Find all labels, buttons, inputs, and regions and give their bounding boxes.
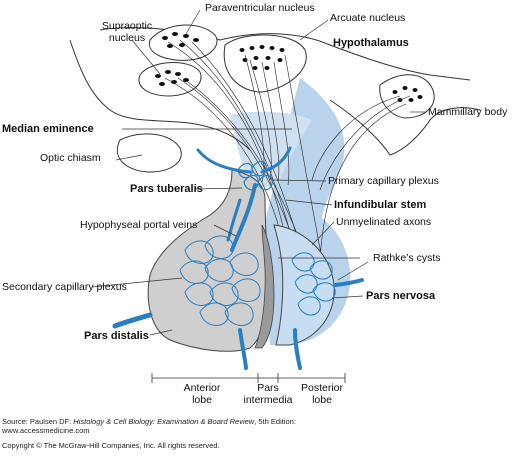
label-rathkes-cysts: Rathke’s cysts: [373, 252, 441, 264]
source-title: Histology & Cell Biology: Examination & …: [73, 417, 255, 426]
arcuate-nucleus-shape: [223, 34, 307, 93]
label-primary-capillary-plexus: Primary capillary plexus: [328, 175, 439, 187]
posterior-lobe-body: [273, 224, 335, 346]
secondary-capillary-plexus: [179, 235, 261, 326]
label-anterior-lobe: Anterior lobe: [172, 382, 232, 406]
label-supraoptic-line1: Supraoptic: [101, 20, 153, 32]
label-median-eminence: Median eminence: [2, 123, 94, 135]
neuron-cell-bodies: [155, 32, 423, 102]
label-supraoptic-nucleus: Supraoptic nucleus: [92, 20, 162, 44]
source-url[interactable]: www.accessmedicine.com: [2, 426, 90, 435]
label-infundibular-stem: Infundibular stem: [334, 199, 427, 211]
pars-nervosa-capillaries: [291, 252, 336, 316]
lobe-bracket: [151, 373, 346, 383]
pars-intermedia-band: [254, 224, 275, 349]
copyright-notice: Copyright © The McGraw-Hill Companies, I…: [2, 441, 220, 450]
brain-outline: [69, 39, 251, 151]
label-secondary-capillary-plexus: Secondary capillary plexus: [2, 281, 127, 293]
brain-outline-upper: [99, 27, 471, 81]
pars-intermedia-line1: Pars: [257, 382, 279, 394]
leader-lines: [91, 9, 426, 336]
label-pars-intermedia: Pars intermedia: [236, 382, 300, 406]
anterior-lobe-body: [147, 169, 269, 352]
pars-intermedia-line2: intermedia: [243, 394, 293, 406]
label-paraventricular-nucleus: Paraventricular nucleus: [205, 2, 315, 14]
label-pars-nervosa: Pars nervosa: [366, 290, 436, 302]
label-hypophyseal-portal-veins: Hypophyseal portal veins: [80, 219, 198, 231]
anterior-lobe-line2: lobe: [192, 394, 212, 406]
supraoptic-nucleus-shape: [138, 62, 202, 97]
source-suffix: , 5th Edition:: [254, 417, 296, 426]
label-unmyelinated-axons: Unmyelinated axons: [336, 216, 432, 228]
label-hypothalamus: Hypothalamus: [333, 37, 409, 49]
hypophyseal-portal-vein: [230, 183, 257, 252]
third-ventricle-outline: [329, 99, 481, 156]
label-supraoptic-line2: nucleus: [108, 32, 146, 44]
label-arcuate-nucleus: Arcuate nucleus: [330, 12, 406, 24]
label-mammillary-body: Mammillary body: [428, 106, 508, 118]
posterior-lobe-line1: Posterior: [300, 382, 343, 394]
label-pars-tuberalis: Pars tuberalis: [130, 183, 203, 195]
mammillary-body-shape: [379, 74, 435, 119]
posterior-lobe-line2: lobe: [312, 394, 332, 406]
primary-capillary-plexus: [237, 160, 273, 191]
source-citation: Source: Paulsen DF: Histology & Cell Bio…: [2, 417, 296, 426]
label-posterior-lobe: Posterior lobe: [290, 382, 354, 406]
anterior-lobe-line1: Anterior: [183, 382, 221, 394]
label-optic-chiasm: Optic chiasm: [40, 152, 101, 164]
optic-chiasm-shape: [116, 133, 182, 173]
source-prefix: Source: Paulsen DF:: [2, 417, 74, 426]
label-pars-distalis: Pars distalis: [84, 330, 149, 342]
